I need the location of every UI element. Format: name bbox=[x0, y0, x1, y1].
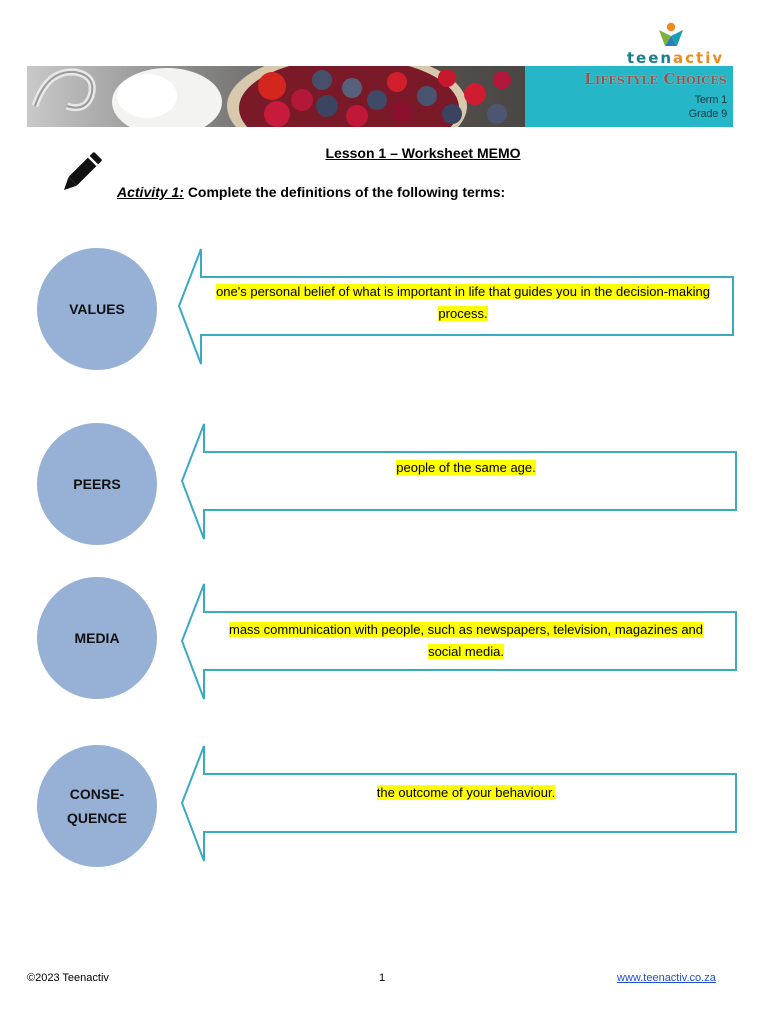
definition-text: mass communication with people, such as … bbox=[211, 619, 721, 663]
term-circle: VALUES bbox=[37, 248, 157, 370]
banner-title: Lifestyle Choices bbox=[584, 70, 727, 88]
term-circle: MEDIA bbox=[37, 577, 157, 699]
footer-page-number: 1 bbox=[379, 972, 385, 984]
banner-grade: Grade 9 bbox=[689, 108, 727, 120]
banner-photo-berries bbox=[27, 66, 525, 127]
footer-copyright: ©2023 Teenactiv bbox=[27, 972, 109, 984]
term-circle: CONSE- QUENCE bbox=[37, 745, 157, 867]
definition-text: people of the same age. bbox=[211, 457, 721, 479]
definition-arrow: one's personal belief of what is importa… bbox=[178, 248, 736, 366]
activity-text: Complete the definitions of the followin… bbox=[188, 184, 505, 200]
definition-arrow: mass communication with people, such as … bbox=[181, 583, 739, 701]
pencil-icon bbox=[54, 150, 104, 200]
header-banner: Lifestyle Choices Term 1 Grade 9 bbox=[27, 66, 733, 127]
term-label-line1: CONSE- bbox=[67, 782, 127, 806]
term-label-line2: QUENCE bbox=[67, 806, 127, 830]
definition-arrow: the outcome of your behaviour. bbox=[181, 745, 739, 863]
term-label: PEERS bbox=[73, 472, 120, 496]
term-label: MEDIA bbox=[74, 626, 119, 650]
logo-text-activ: activ bbox=[673, 49, 724, 67]
lesson-title: Lesson 1 – Worksheet MEMO bbox=[0, 145, 768, 161]
activity-label: Activity 1: bbox=[117, 184, 184, 200]
definition-arrow: people of the same age. bbox=[181, 423, 739, 541]
definition-text: one's personal belief of what is importa… bbox=[208, 281, 718, 325]
arrow-shape bbox=[181, 745, 739, 863]
term-label: VALUES bbox=[69, 297, 125, 321]
logo-text-teen: teen bbox=[627, 49, 673, 67]
arrow-shape bbox=[181, 423, 739, 541]
banner-term: Term 1 bbox=[695, 94, 727, 106]
teenactiv-logo: teenactiv bbox=[618, 22, 733, 64]
term-circle: PEERS bbox=[37, 423, 157, 545]
footer-website-link[interactable]: www.teenactiv.co.za bbox=[617, 972, 716, 984]
definition-text: the outcome of your behaviour. bbox=[211, 782, 721, 804]
teenactiv-logo-icon bbox=[656, 22, 686, 48]
banner-title-panel: Lifestyle Choices Term 1 Grade 9 bbox=[525, 66, 733, 127]
activity-instruction: Activity 1: Complete the definitions of … bbox=[117, 184, 505, 200]
